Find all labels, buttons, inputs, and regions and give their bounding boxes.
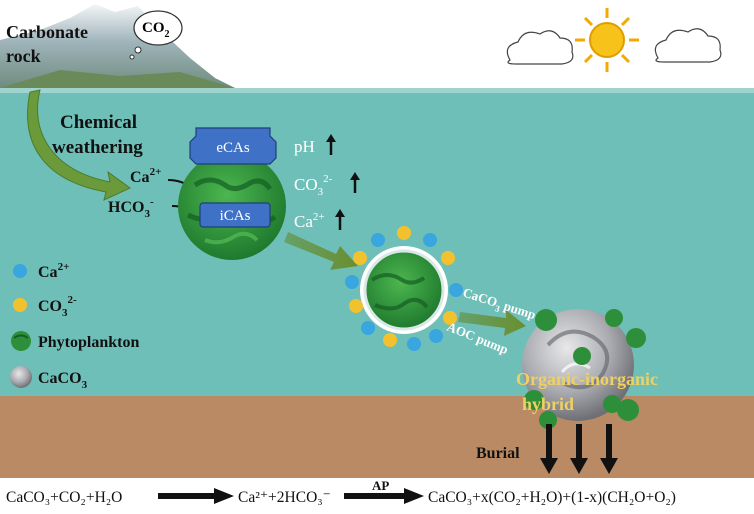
ph-up-arrow bbox=[326, 134, 336, 155]
equation-arrow-2 bbox=[344, 488, 424, 504]
icas-box bbox=[199, 202, 271, 228]
sediment bbox=[0, 396, 754, 478]
equation-right: CaCO₃+x(CO₂+H₂O)+(1-x)(CH₂O+O₂) bbox=[428, 489, 676, 506]
ca-up-label: Ca2+ bbox=[294, 211, 325, 231]
pump-arrow bbox=[458, 310, 526, 336]
equation-middle: Ca²⁺+2HCO₃⁻ bbox=[238, 489, 331, 506]
legend-ca-icon bbox=[13, 264, 27, 278]
carbonate-rock-label-2: rock bbox=[6, 46, 41, 66]
mountain-icon bbox=[0, 4, 235, 88]
carbonate-rock-label-1: Carbonate bbox=[6, 22, 88, 42]
hco3-ion-label: HCO3- bbox=[108, 196, 154, 220]
equation-arrow-label: AP bbox=[372, 478, 389, 493]
cloud-icon-left bbox=[506, 30, 574, 65]
transfer-arrow-1 bbox=[284, 232, 358, 270]
co3-up-arrow bbox=[350, 172, 360, 193]
co2-cloud-icon bbox=[129, 10, 183, 60]
ca-ion-label: Ca2+ bbox=[130, 166, 161, 186]
ecas-box bbox=[189, 127, 277, 165]
equation-arrow-1 bbox=[158, 488, 234, 504]
legend-phyto-label: Phytoplankton bbox=[38, 334, 139, 351]
weathering-arrow bbox=[27, 89, 131, 201]
phytoplankton-cell-coated bbox=[360, 246, 448, 334]
mountain-base bbox=[0, 70, 235, 88]
legend-co3-icon bbox=[13, 298, 27, 312]
legend-caco3-label: CaCO3 bbox=[38, 370, 88, 391]
legend-phyto-icon bbox=[11, 331, 31, 351]
equation-left: CaCO₃+CO₂+H₂O bbox=[6, 489, 122, 506]
ecas-label: eCAs bbox=[216, 140, 249, 156]
sun-icon bbox=[575, 8, 639, 72]
chem-weathering-label-1: Chemical bbox=[60, 112, 137, 133]
legend-co3-label: CO32- bbox=[38, 294, 77, 319]
burial-arrows bbox=[540, 424, 618, 474]
icas-label: iCAs bbox=[220, 208, 251, 224]
co3-up-label: CO32- bbox=[294, 173, 333, 198]
cloud-icon-right bbox=[654, 28, 722, 63]
burial-label: Burial bbox=[476, 445, 520, 462]
legend-phyto-detail bbox=[13, 334, 29, 339]
ph-label: pH bbox=[294, 137, 315, 156]
legend-caco3-icon bbox=[10, 366, 32, 388]
ca-up-arrow bbox=[335, 209, 345, 230]
co2-cloud-label: CO2 bbox=[142, 20, 170, 40]
chem-weathering-label-2: weathering bbox=[52, 137, 143, 158]
legend: Ca2+ CO32- Phytoplankton CaCO3 bbox=[10, 261, 139, 391]
hybrid-label-1: Organic-inorganic bbox=[516, 369, 658, 389]
legend-ca-label: Ca2+ bbox=[38, 261, 69, 281]
hybrid-label-2: hybrid bbox=[522, 394, 574, 414]
hybrid-particle bbox=[522, 309, 646, 429]
sea-surface bbox=[0, 88, 754, 93]
ion-dots-ring bbox=[345, 226, 463, 351]
